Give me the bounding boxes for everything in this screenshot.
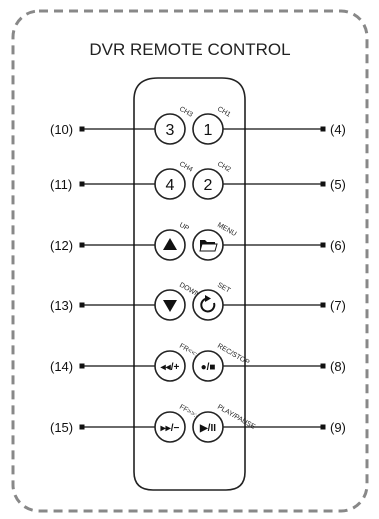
callout-number: (8) <box>330 359 346 374</box>
button-face: 2 <box>204 177 213 194</box>
callout-number: (15) <box>50 420 73 435</box>
button-circle[interactable] <box>154 168 186 200</box>
button-face: 1 <box>204 122 213 139</box>
callout-number: (10) <box>50 122 73 137</box>
callout-number: (12) <box>50 238 73 253</box>
remote-body <box>133 77 246 491</box>
button-circle[interactable] <box>192 411 224 443</box>
callout-number: (5) <box>330 177 346 192</box>
leader-dot <box>320 302 326 308</box>
callout-number: (11) <box>50 177 72 192</box>
callout-number: (4) <box>330 122 346 137</box>
leader-dot <box>79 302 85 308</box>
leader-dot <box>79 126 85 132</box>
callout-number: (13) <box>50 298 73 313</box>
button-top-label: UP <box>178 222 190 233</box>
button-face: ▸▸/− <box>160 423 180 434</box>
button-face: 4 <box>166 177 175 194</box>
leader-dot <box>320 424 326 430</box>
button-face: ▶/II <box>199 423 216 434</box>
remote-button-5[interactable]: (12) UP <box>50 222 190 261</box>
leader-dot <box>320 242 326 248</box>
button-circle[interactable] <box>154 113 186 145</box>
leader-dot <box>79 363 85 369</box>
folder-icon <box>199 240 218 252</box>
down-triangle-icon <box>163 300 177 312</box>
dashed-frame <box>11 9 369 513</box>
leader-dot <box>320 181 326 187</box>
button-circle[interactable] <box>154 411 186 443</box>
button-circle[interactable] <box>192 350 224 382</box>
leader-dot <box>79 424 85 430</box>
remote-button-6[interactable]: (6)MENU <box>192 222 346 261</box>
callout-number: (7) <box>330 298 346 313</box>
remote-button-7[interactable]: (13)DOWN <box>50 282 201 321</box>
leader-dot <box>320 126 326 132</box>
refresh-icon <box>200 295 216 313</box>
callout-number: (14) <box>50 359 73 374</box>
button-circle[interactable] <box>192 168 224 200</box>
button-circle[interactable] <box>192 289 224 321</box>
remote-button-9[interactable]: (14)◂◂/+FR<<:+ <box>50 343 202 382</box>
callout-number: (9) <box>330 420 346 435</box>
button-face: 3 <box>166 122 175 139</box>
remote-button-11[interactable]: (15)▸▸/−FF>>:- <box>50 404 200 443</box>
callout-number: (6) <box>330 238 346 253</box>
up-triangle-icon <box>163 238 177 250</box>
leader-dot <box>79 181 85 187</box>
remote-button-10[interactable]: (8)●/■REC/STOP <box>192 343 346 382</box>
button-face: ◂◂/+ <box>160 362 180 373</box>
button-circle[interactable] <box>154 350 186 382</box>
leader-dot <box>320 363 326 369</box>
remote-button-8[interactable]: (7)SET <box>192 282 346 321</box>
leader-dot <box>79 242 85 248</box>
diagram-title: DVR REMOTE CONTROL <box>89 40 290 59</box>
button-face: ●/■ <box>201 362 216 373</box>
button-circle[interactable] <box>192 113 224 145</box>
